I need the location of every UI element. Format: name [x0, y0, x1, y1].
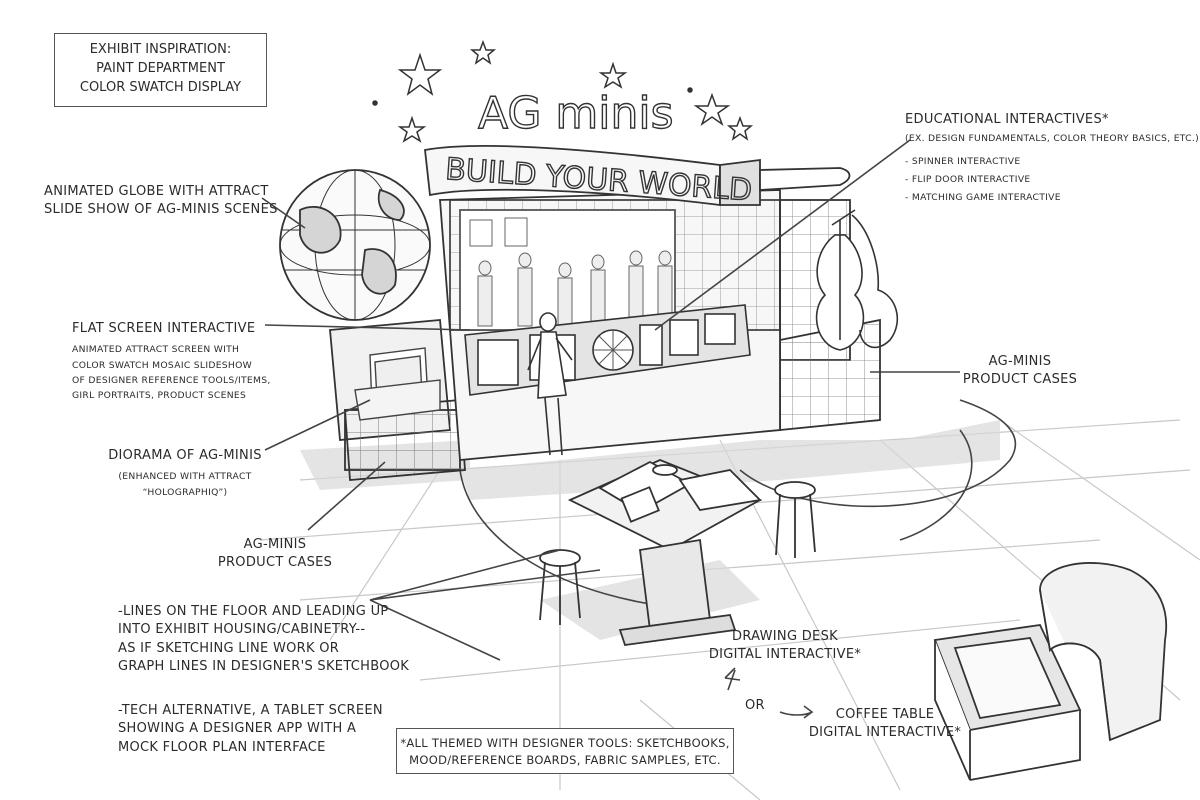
product-cases-left-label: AG-MINIS PRODUCT CASES — [205, 536, 345, 573]
globe-label-line: ANIMATED GLOBE WITH ATTRACT — [44, 184, 269, 199]
floor-lines-line: -LINES ON THE FLOOR AND LEADING UP — [118, 604, 389, 619]
educational-item: - SPINNER INTERACTIVE — [905, 155, 1021, 167]
flat-screen-detail: GIRL PORTRAITS, PRODUCT SCENES — [72, 389, 247, 401]
globe — [279, 169, 431, 321]
floor-lines-line: AS IF SKETCHING LINE WORK OR — [118, 640, 340, 656]
diorama-detail: (ENHANCED WITH ATTRACT “HOLOGRAPHIQ”) — [118, 471, 252, 498]
footnote-box: *ALL THEMED WITH DESIGNER TOOLS: SKETCHB… — [396, 728, 734, 774]
violin-and-sax — [815, 209, 899, 351]
educational-item: - FLIP DOOR INTERACTIVE — [905, 173, 1031, 185]
coffee-table-label: COFFEE TABLE DIGITAL INTERACTIVE* — [805, 706, 965, 743]
globe-label-line: SLIDE SHOW OF AG-MINIS SCENES — [44, 202, 278, 218]
product-cases-line: PRODUCT CASES — [962, 372, 1078, 388]
drawing-desk-line: DIGITAL INTERACTIVE* — [708, 647, 862, 663]
educational-detail: (EX. DESIGN FUNDAMENTALS, COLOR THEORY B… — [905, 133, 1199, 145]
footnote-line: MOOD/REFERENCE BOARDS, FABRIC SAMPLES, E… — [409, 753, 721, 768]
product-cases-line: AG-MINIS — [243, 537, 307, 552]
drawing-desk-line: DRAWING DESK — [732, 629, 838, 644]
diorama-title: DIORAMA OF AG-MINIS — [108, 448, 262, 463]
inspiration-box: EXHIBIT INSPIRATION: PAINT DEPARTMENT CO… — [54, 33, 267, 107]
drawing-desk — [567, 459, 763, 646]
diorama — [354, 347, 441, 421]
educational-title: EDUCATIONAL INTERACTIVES* — [905, 112, 1109, 127]
sign-logo: AG minis — [478, 88, 674, 139]
drawing-desk-label: DRAWING DESK DIGITAL INTERACTIVE* — [700, 628, 870, 665]
footnote-line: *ALL THEMED WITH DESIGNER TOOLS: SKETCHB… — [400, 736, 730, 750]
flat-screen-detail: COLOR SWATCH MOSAIC SLIDESHOW — [72, 359, 253, 371]
flat-screen-detail: OF DESIGNER REFERENCE TOOLS/ITEMS, — [72, 374, 271, 386]
armchair — [1039, 562, 1168, 742]
tech-alt-line: MOCK FLOOR PLAN INTERFACE — [118, 739, 326, 755]
floor-lines-line: INTO EXHIBIT HOUSING/CABINETRY-- — [118, 622, 366, 638]
tech-alternative-note: -TECH ALTERNATIVE, A TABLET SCREEN SHOWI… — [118, 702, 383, 757]
flat-screen-title: FLAT SCREEN INTERACTIVE — [72, 321, 256, 336]
tech-alt-line: SHOWING A DESIGNER APP WITH A — [118, 721, 357, 737]
flat-screen-label: FLAT SCREEN INTERACTIVE ANIMATED ATTRACT… — [72, 320, 271, 403]
diorama-label: DIORAMA OF AG-MINIS (ENHANCED WITH ATTRA… — [80, 447, 290, 500]
coffee-table — [933, 624, 1082, 781]
banner — [424, 145, 851, 207]
flat-screen-detail: ANIMATED ATTRACT SCREEN WITH — [72, 344, 240, 356]
girl-figure — [527, 312, 573, 456]
inspiration-line: PAINT DEPARTMENT — [96, 60, 225, 76]
or-text: OR — [745, 698, 765, 713]
coffee-table-line: DIGITAL INTERACTIVE* — [808, 725, 962, 741]
product-cases-right-label: AG-MINIS PRODUCT CASES — [950, 353, 1090, 390]
educational-item: - MATCHING GAME INTERACTIVE — [905, 191, 1061, 203]
inspiration-line: COLOR SWATCH DISPLAY — [79, 79, 242, 95]
tech-alt-line: -TECH ALTERNATIVE, A TABLET SCREEN — [118, 703, 383, 718]
floor-lines-line: GRAPH LINES IN DESIGNER'S SKETCHBOOK — [118, 659, 410, 675]
globe-label: ANIMATED GLOBE WITH ATTRACT SLIDE SHOW O… — [44, 183, 278, 220]
product-cases-line: PRODUCT CASES — [217, 555, 333, 571]
or-label: OR — [745, 697, 765, 715]
leader-lines — [261, 139, 960, 719]
stars — [372, 39, 754, 143]
floor-lines-note: -LINES ON THE FLOOR AND LEADING UP INTO … — [118, 603, 409, 677]
product-cases-line: AG-MINIS — [988, 354, 1052, 369]
stools — [539, 464, 816, 625]
educational-label: EDUCATIONAL INTERACTIVES* (EX. DESIGN FU… — [905, 111, 1199, 206]
coffee-table-line: COFFEE TABLE — [835, 707, 935, 722]
inspiration-line: EXHIBIT INSPIRATION: — [89, 42, 232, 57]
